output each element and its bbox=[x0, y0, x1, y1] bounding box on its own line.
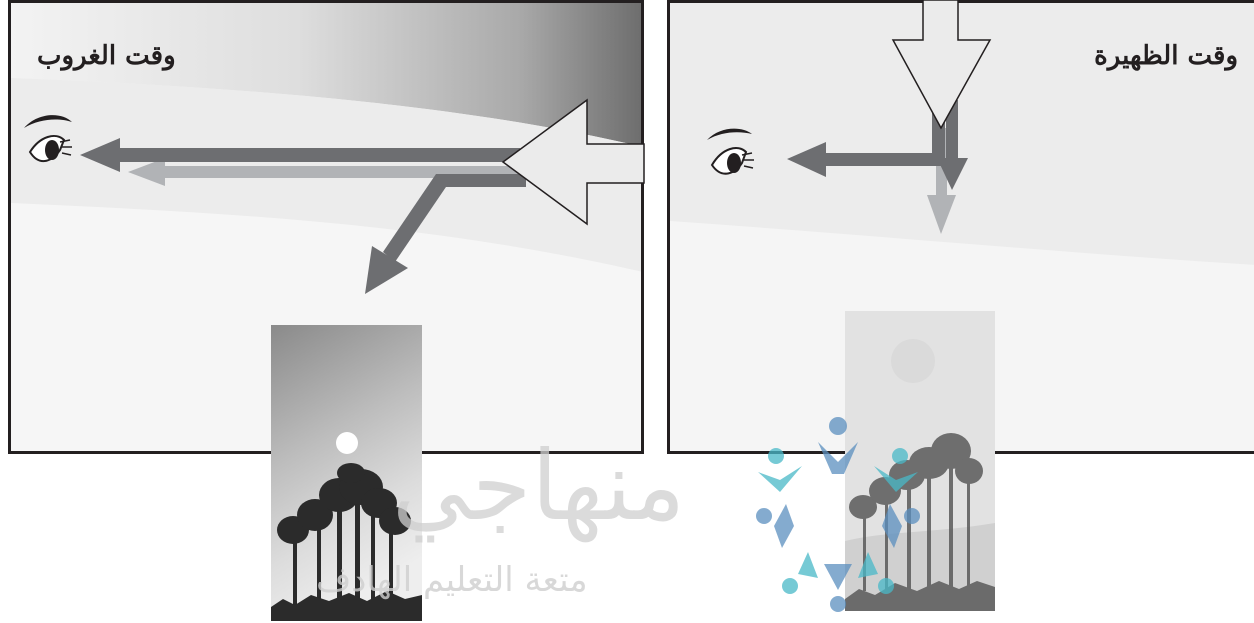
tree-silhouette-icon bbox=[271, 463, 422, 621]
noon-scene-image bbox=[845, 311, 995, 611]
watermark-tagline: متعة التعليم الهادف bbox=[316, 560, 588, 600]
panel-title-sunset: وقت الغروب bbox=[37, 41, 176, 71]
panel-title-noon: وقت الظهيرة bbox=[1094, 41, 1238, 71]
sun-icon bbox=[891, 339, 935, 383]
watermark-logo-text: منهاجي bbox=[392, 430, 686, 542]
sunset-scene-image bbox=[271, 325, 422, 621]
sun-icon bbox=[336, 432, 358, 454]
